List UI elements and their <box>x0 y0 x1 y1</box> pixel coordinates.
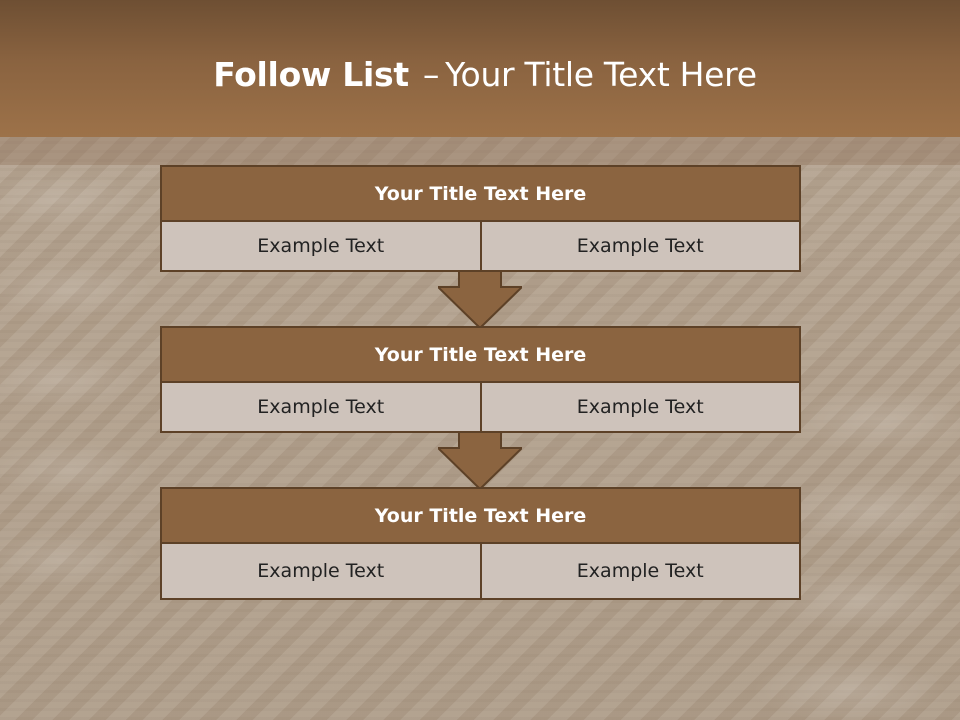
block-title: Your Title Text Here <box>160 165 801 222</box>
block-title: Your Title Text Here <box>160 326 801 383</box>
block-cell-right: Example Text <box>481 222 801 272</box>
down-arrow-icon <box>438 271 522 329</box>
block-cell-left: Example Text <box>160 383 482 433</box>
block-row: Example Text Example Text <box>160 544 801 600</box>
block-cell-left: Example Text <box>160 222 482 272</box>
block-title: Your Title Text Here <box>160 487 801 544</box>
title-bar <box>0 0 960 137</box>
list-block-2: Your Title Text Here Example Text Exampl… <box>160 326 801 433</box>
slide-title-text: Your Title Text Here <box>445 55 757 94</box>
list-block-3: Your Title Text Here Example Text Exampl… <box>160 487 801 600</box>
block-cell-right: Example Text <box>481 544 801 600</box>
slide-title-bold: Follow List <box>213 55 409 94</box>
slide-title-dash: – <box>422 55 440 94</box>
block-cell-left: Example Text <box>160 544 482 600</box>
block-row: Example Text Example Text <box>160 383 801 433</box>
title-bar-shadow-strip <box>0 137 960 165</box>
block-cell-right: Example Text <box>481 383 801 433</box>
down-arrow-icon <box>438 432 522 490</box>
block-row: Example Text Example Text <box>160 222 801 272</box>
list-block-1: Your Title Text Here Example Text Exampl… <box>160 165 801 272</box>
slide-title: Follow List–Your Title Text Here <box>0 52 960 98</box>
